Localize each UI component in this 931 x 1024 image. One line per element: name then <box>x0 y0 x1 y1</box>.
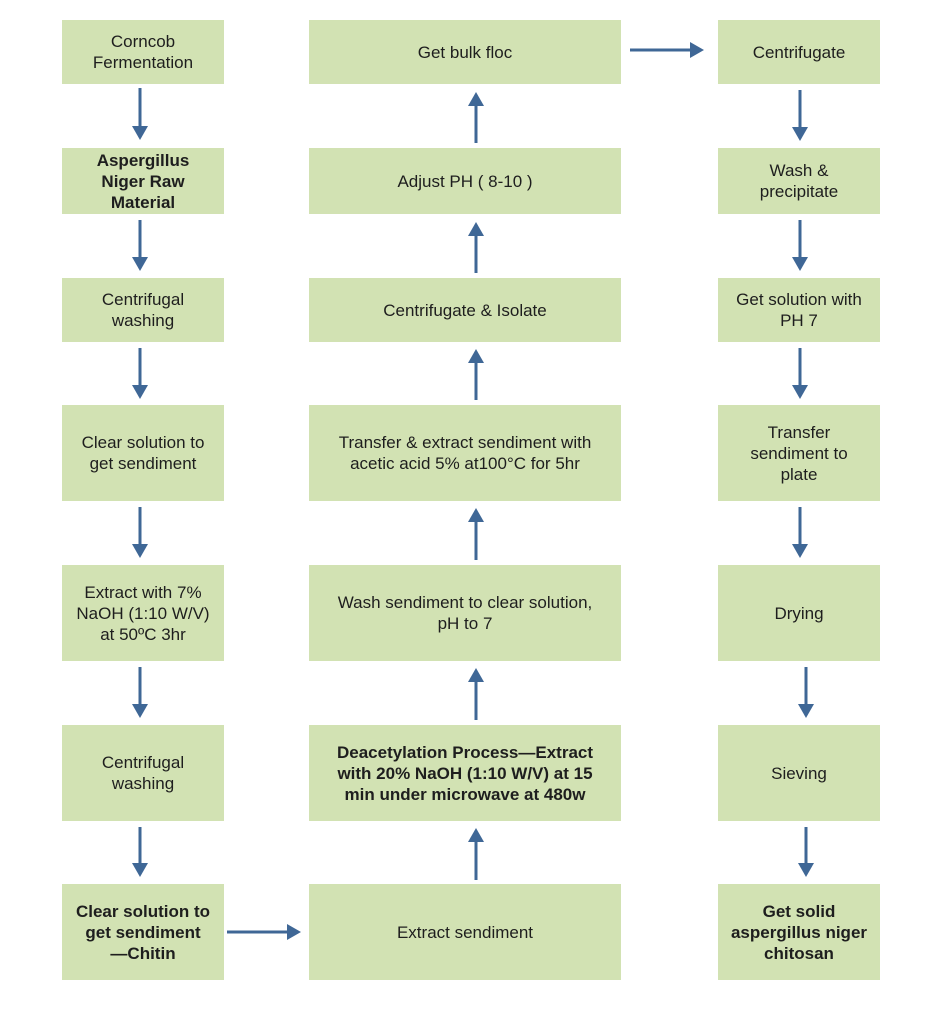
arrow-down-icon <box>132 220 148 271</box>
box-adjust-ph: Adjust PH ( 8-10 ) <box>309 148 621 214</box>
box-solution-ph7: Get solution with PH 7 <box>718 278 880 342</box>
arrow-right-icon <box>227 924 301 940</box>
arrow-up-icon <box>468 222 484 273</box>
box-clear-solution-sendiment: Clear solution to get sendiment <box>62 405 224 501</box>
box-drying: Drying <box>718 565 880 661</box>
box-centrifugate: Centrifugate <box>718 20 880 84</box>
arrow-down-icon <box>132 507 148 558</box>
arrow-down-icon <box>798 667 814 718</box>
arrow-down-icon <box>132 667 148 718</box>
arrow-up-icon <box>468 828 484 880</box>
box-solid-chitosan: Get solid aspergillus niger chitosan <box>718 884 880 980</box>
arrow-down-icon <box>792 90 808 141</box>
box-extract-sendiment: Extract sendiment <box>309 884 621 980</box>
arrow-up-icon <box>468 349 484 400</box>
arrow-down-icon <box>132 827 148 877</box>
arrow-up-icon <box>468 668 484 720</box>
box-centrifugate-isolate: Centrifugate & Isolate <box>309 278 621 342</box>
box-centrifugal-washing-1: Centrifugal washing <box>62 278 224 342</box>
box-clear-solution-chitin: Clear solution to get sendiment —Chitin <box>62 884 224 980</box>
arrow-right-icon <box>630 42 704 58</box>
box-deacetylation-process: Deacetylation Process—Extract with 20% N… <box>309 725 621 821</box>
box-wash-precipitate: Wash & precipitate <box>718 148 880 214</box>
arrow-down-icon <box>798 827 814 877</box>
box-centrifugal-washing-2: Centrifugal washing <box>62 725 224 821</box>
box-extract-naoh: Extract with 7% NaOH (1:10 W/V) at 50ºC … <box>62 565 224 661</box>
box-transfer-to-plate: Transfer sendiment to plate <box>718 405 880 501</box>
box-corncob-fermentation: Corncob Fermentation <box>62 20 224 84</box>
arrow-up-icon <box>468 92 484 143</box>
arrow-up-icon <box>468 508 484 560</box>
box-transfer-extract-acetic: Transfer & extract sendiment with acetic… <box>309 405 621 501</box>
arrow-down-icon <box>132 348 148 399</box>
box-aspergillus-raw-material: Aspergillus Niger Raw Material <box>62 148 224 214</box>
box-sieving: Sieving <box>718 725 880 821</box>
arrow-down-icon <box>792 348 808 399</box>
box-wash-sendiment: Wash sendiment to clear solution, pH to … <box>309 565 621 661</box>
arrow-down-icon <box>792 507 808 558</box>
arrow-down-icon <box>132 88 148 140</box>
arrow-down-icon <box>792 220 808 271</box>
box-get-bulk-floc: Get bulk floc <box>309 20 621 84</box>
